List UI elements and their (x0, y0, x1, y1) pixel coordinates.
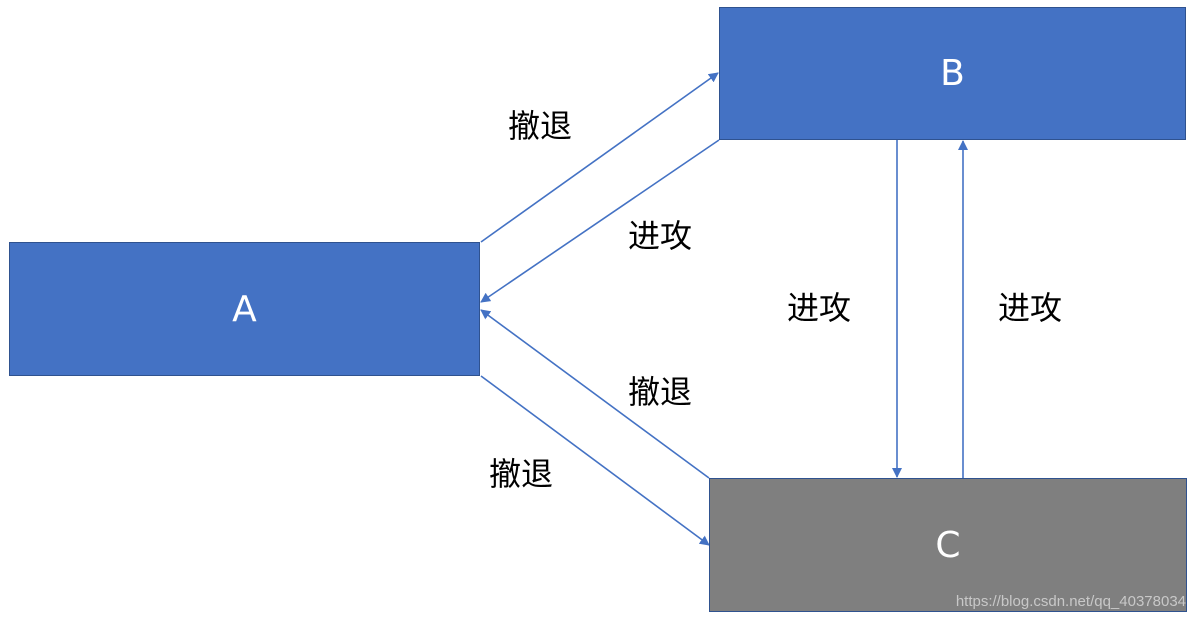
node-a-label: A (232, 288, 257, 330)
watermark: https://blog.csdn.net/qq_40378034 (955, 593, 1186, 610)
edge-a-to-b (480, 72, 719, 243)
edge-label-a-to-b: 撤退 (508, 107, 573, 145)
edge-label-c-to-b: 进攻 (998, 289, 1063, 327)
edge-label-c-to-a: 撤退 (628, 373, 693, 411)
edge-label-b-to-a: 进攻 (628, 217, 693, 255)
edge-a-to-c (480, 375, 710, 546)
node-c-label: C (935, 524, 961, 566)
edge-label-a-to-c: 撤退 (489, 455, 554, 493)
node-b: B (719, 7, 1186, 140)
node-b-label: B (940, 53, 965, 94)
edge-c-to-a (480, 309, 710, 479)
edge-label-b-to-c: 进攻 (787, 289, 852, 327)
node-a: A (9, 242, 480, 376)
edge-b-to-a (480, 139, 720, 303)
node-c: C (709, 478, 1187, 612)
